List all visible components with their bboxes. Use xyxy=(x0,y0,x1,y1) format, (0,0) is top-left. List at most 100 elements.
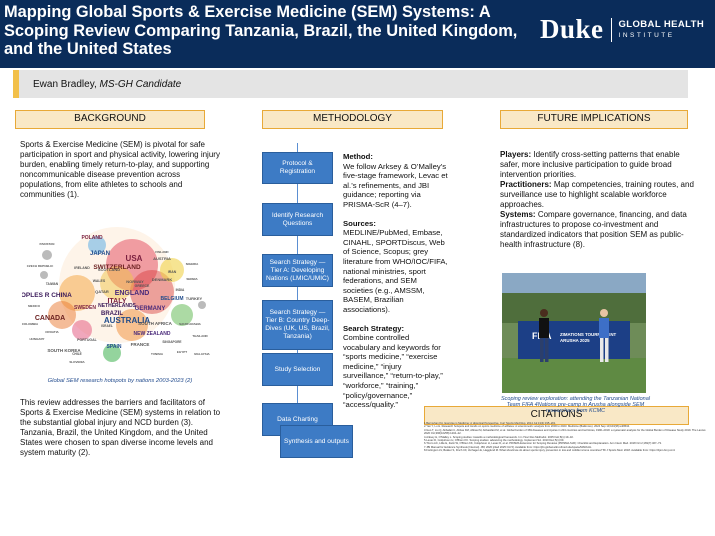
map-country-label: NIGERIA xyxy=(186,262,199,266)
citation-item: 3.Guo T, Liu Q, Abbafati C, Abbas KM, Ab… xyxy=(424,428,707,436)
practitioners-heading: Practitioners: xyxy=(500,180,552,189)
person-right xyxy=(599,309,609,362)
map-country-label: ITALY xyxy=(107,298,126,305)
players-body: Identify cross-setting patterns that ena… xyxy=(500,150,680,179)
logo-divider xyxy=(610,17,612,42)
map-country-label: IRELAND xyxy=(74,266,90,270)
section-background: BACKGROUND xyxy=(15,110,205,129)
flow-connector xyxy=(297,143,298,448)
map-country-label: THAILAND xyxy=(192,334,208,338)
map-country-label: USA xyxy=(126,254,143,263)
method-body: We follow Arksey & O’Malley’s five-stage… xyxy=(343,161,448,209)
map-country-label: FRANCE xyxy=(131,342,150,347)
section-future-implications: FUTURE IMPLICATIONS xyxy=(500,110,688,129)
map-country-label: GERMANY xyxy=(135,306,166,312)
person-left xyxy=(539,309,549,362)
map-country-label: EGYPT xyxy=(177,350,187,354)
map-country-label: HUNGARY xyxy=(29,337,44,341)
map-country-label: MEXICO xyxy=(28,304,41,308)
systems-heading: Systems: xyxy=(500,210,536,219)
map-country-label: AUSTRALIA xyxy=(104,316,150,325)
map-country-label: AUSTRIA xyxy=(153,256,171,261)
hotspot-circles xyxy=(40,227,206,362)
map-country-label: TAIWAN xyxy=(46,282,59,286)
search-strategy-body: Combine controlled vocabulary and keywor… xyxy=(343,333,443,410)
sources-heading: Sources: xyxy=(343,218,376,228)
citation-item: 2.Yan Y, Lu H. Research hotspots and tre… xyxy=(424,425,630,429)
map-country-label: GREECE xyxy=(135,284,150,288)
citation-item: 4.Arksey H, O'Malley L. Scoping studies:… xyxy=(424,435,574,439)
ghi-wordmark: GLOBAL HEALTH INSTITUTE xyxy=(619,19,705,41)
map-country-label: NORWAY xyxy=(126,279,144,284)
author-role: MS-GH Candidate xyxy=(99,79,182,90)
map-country-label: SAUDI ARABIA xyxy=(179,322,202,326)
systems-body: Compare governance, financing, and data … xyxy=(500,210,687,249)
author-bar: Ewan Bradley, MS-GH Candidate xyxy=(13,70,688,98)
map-country-label: TURKEY xyxy=(186,296,203,301)
photo-caption: Scoping review exploration: attending th… xyxy=(500,396,650,414)
citation-item: 5.Levac D, Colquhoun H, O'Brien KK. Scop… xyxy=(424,439,565,443)
research-hotspot-map: USA ENGLAND AUSTRALIA CANADA PEOPLES R CHINA… xyxy=(22,225,212,370)
flow-step-1: Protocol & Registration xyxy=(262,152,333,184)
flow-step-7: Synthesis and outputs xyxy=(280,425,353,458)
map-country-label: SWITZERLAND xyxy=(93,264,141,271)
citation-item: 1.Bermuhan KA. Exercise is Medicine: A H… xyxy=(424,422,557,425)
map-country-label: CHILE xyxy=(72,352,82,356)
map-country-label: SLOVENIA xyxy=(69,360,85,364)
map-country-label: SOUTH AFRICA xyxy=(138,321,173,326)
ghi-line1: GLOBAL HEALTH xyxy=(618,18,705,30)
map-caption: Global SEM research hotspots by nations … xyxy=(47,378,193,384)
map-country-label: QATAR xyxy=(95,289,109,294)
map-country-label: PEOPLES R CHINA xyxy=(22,292,72,299)
map-country-label: TUNISIA xyxy=(151,352,164,356)
poster-header: Mapping Global Sports & Exercise Medicin… xyxy=(0,0,715,68)
map-country-label: BELGIUM xyxy=(160,296,183,302)
map-country-label: SERBIA xyxy=(186,277,198,281)
practitioners-body: Map competencies, training routes, and s… xyxy=(500,180,694,209)
citation-item: 6.Tricco AC, Lillie E, Zarin W, O'Brien … xyxy=(424,442,662,446)
map-country-label: WALES xyxy=(93,279,106,283)
map-country-label: CZECH REPUBLIC xyxy=(27,264,54,268)
map-country-label: FINLAND xyxy=(155,250,169,254)
duke-ghi-logo: Duke GLOBAL HEALTH INSTITUTE xyxy=(540,14,704,45)
background-paragraph-1: Sports & Exercise Medicine (SEM) is pivo… xyxy=(20,140,220,199)
method-heading: Method: xyxy=(343,152,373,161)
map-country-label: SOUTH KOREA xyxy=(47,348,81,353)
poster-title: Mapping Global Sports & Exercise Medicin… xyxy=(4,3,518,58)
players-heading: Players: xyxy=(500,150,532,159)
map-country-label: JAPAN xyxy=(90,251,110,257)
map-country-label: ISRAEL xyxy=(101,324,113,328)
map-country-label: BRAZIL xyxy=(101,311,123,317)
map-country-label: POLAND xyxy=(81,235,103,241)
map-country-label: PORTUGAL xyxy=(77,338,98,342)
map-country-label: IRAN xyxy=(168,270,177,274)
map-country-label: MALAYSIA xyxy=(194,352,210,356)
map-country-label: COLOMBIA xyxy=(22,322,39,326)
section-citations: CITATIONS xyxy=(424,406,689,425)
map-country-label: SWEDEN xyxy=(74,305,96,311)
flow-step-3: Search Strategy — Tier A: Developing Nat… xyxy=(262,254,333,287)
map-country-label: DENMARK xyxy=(152,277,173,282)
flow-step-2: Identify Research Questions xyxy=(262,203,333,236)
flow-step-5: Study Selection xyxy=(262,353,333,386)
search-strategy-heading: Search Strategy: xyxy=(343,323,405,333)
ghi-line2: INSTITUTE xyxy=(618,31,675,39)
duke-wordmark: Duke xyxy=(540,14,604,44)
map-country-label: INDIA xyxy=(176,288,185,292)
citation-item: 8.Fortington LV, Bekker S, Finch CF, Ver… xyxy=(424,449,676,453)
map-country-label: NETHERLANDS xyxy=(98,303,136,309)
map-country-label: SPAIN xyxy=(107,344,122,350)
map-country-label: NEW ZEALAND xyxy=(134,331,171,337)
map-country-label: CROATIA xyxy=(45,330,59,334)
citations-list: 1.Bermuhan KA. Exercise is Medicine: A H… xyxy=(424,422,709,453)
map-country-label: PAKISTAN xyxy=(40,242,55,246)
author-name: Ewan Bradley, xyxy=(33,79,97,90)
map-labels: USA ENGLAND AUSTRALIA CANADA PEOPLES R CHINA… xyxy=(22,235,211,364)
map-country-label: ENGLAND xyxy=(115,290,150,297)
flow-step-4: Search Strategy — Tier B: Country Deep-D… xyxy=(262,300,333,350)
method-text: Method: We follow Arksey & O’Malley’s fi… xyxy=(343,152,448,410)
map-country-label: CANADA xyxy=(35,315,65,322)
map-country-label: SCOTLAND xyxy=(98,267,120,272)
